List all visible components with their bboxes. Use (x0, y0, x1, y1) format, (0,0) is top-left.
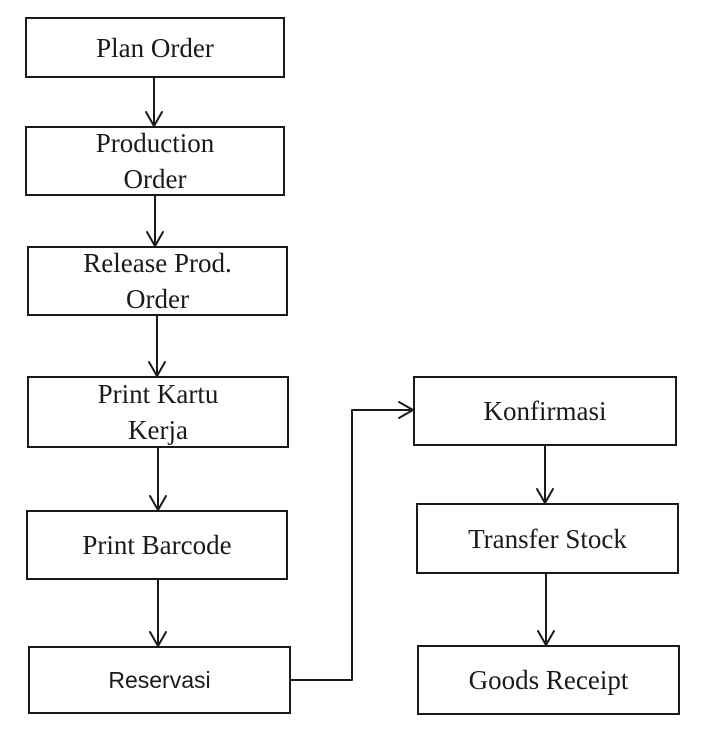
node-label: Goods Receipt (468, 665, 629, 695)
node-label: Konfirmasi (483, 396, 607, 426)
node-label: Plan Order (96, 32, 214, 63)
arrow-transfer-to-goods (537, 573, 555, 646)
arrow-konfirmasi-to-transfer (536, 445, 554, 504)
node-production-order: Production Order (25, 126, 285, 196)
node-label: Reservasi (108, 666, 211, 693)
node-label: Production Order (95, 128, 215, 194)
node-plan-order: Plan Order (25, 17, 285, 78)
node-print-kartu-kerja: Print Kartu Kerja (27, 376, 289, 448)
arrow-release-to-kartu (148, 315, 166, 377)
node-print-barcode: Print Barcode (26, 510, 288, 580)
node-goods-receipt: Goods Receipt (417, 645, 680, 715)
arrow-plan-to-production (145, 77, 163, 127)
node-reservasi: Reservasi (28, 646, 291, 714)
node-release-prod-order: Release Prod. Order (27, 246, 288, 316)
node-label: Print Barcode (82, 530, 232, 560)
arrow-production-to-release (146, 195, 164, 247)
node-label: Print Kartu Kerja (97, 379, 219, 445)
arrow-reservasi-to-konfirmasi (290, 401, 414, 681)
node-konfirmasi: Konfirmasi (413, 376, 677, 446)
arrow-kartu-to-barcode (149, 447, 167, 511)
arrow-barcode-to-reservasi (149, 579, 167, 647)
node-label: Transfer Stock (468, 523, 627, 554)
node-label: Release Prod. Order (83, 248, 232, 314)
node-transfer-stock: Transfer Stock (416, 503, 679, 574)
